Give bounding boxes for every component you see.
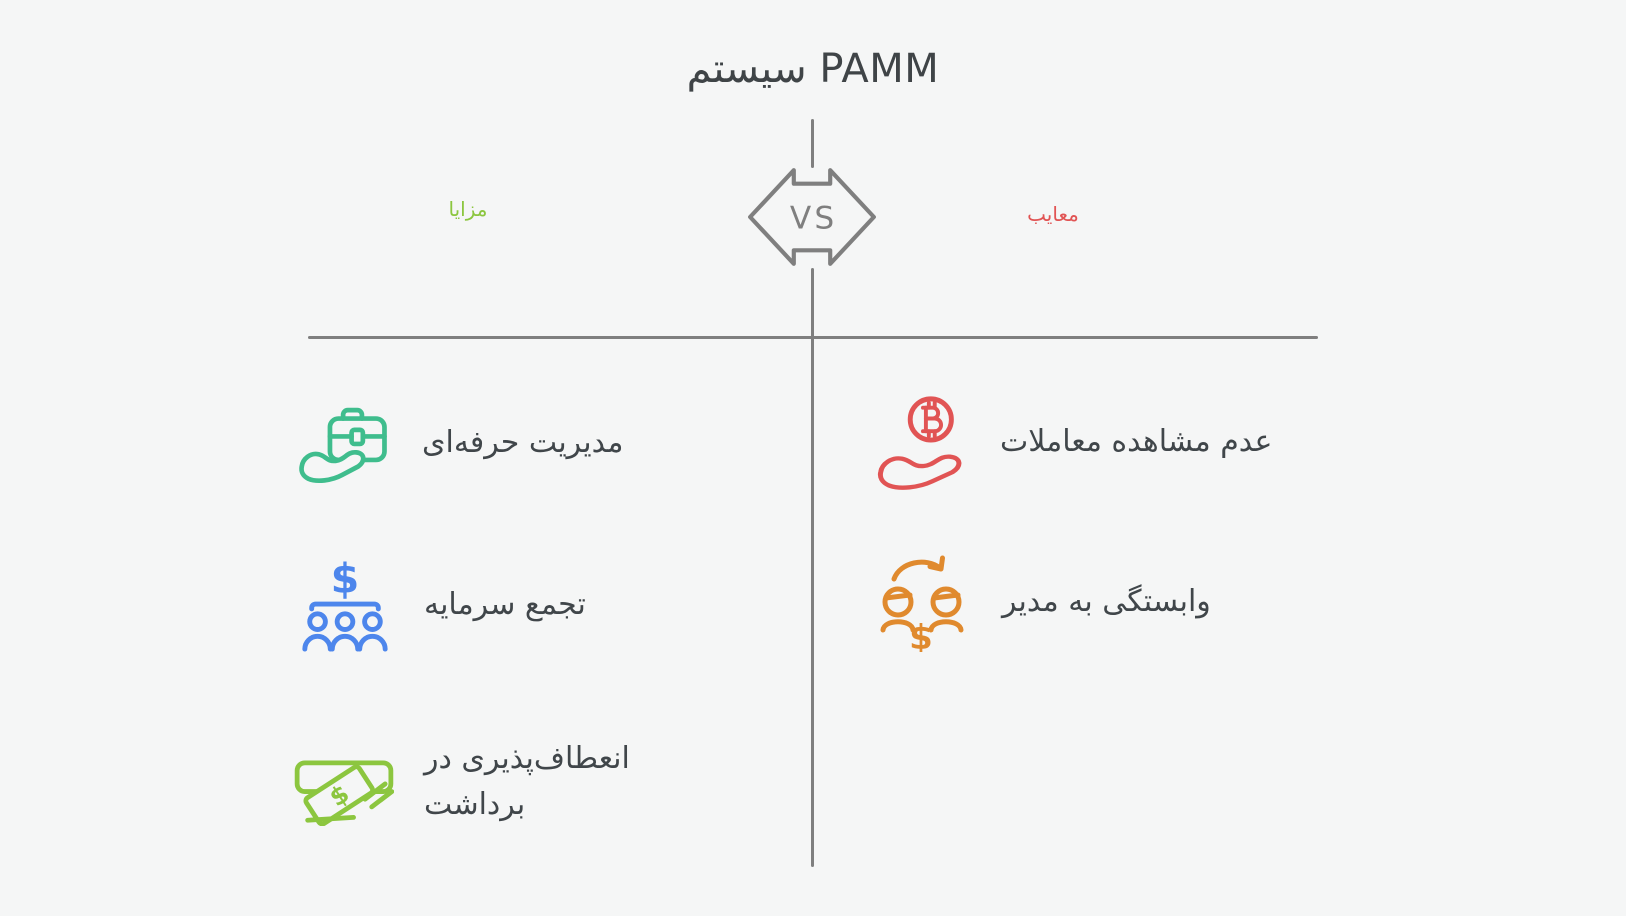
disadvantage-item: $ وابستگی به مدیر xyxy=(872,550,1211,654)
cash-withdrawal-icon: $ xyxy=(294,760,394,826)
svg-text:$: $ xyxy=(909,618,933,652)
advantage-item: $ انعطاف‌پذیری در برداشت xyxy=(294,726,662,838)
advantage-item-label: تجمع سرمایه xyxy=(424,586,586,622)
dollar-group-icon: $ xyxy=(302,556,388,652)
center-divider-vertical xyxy=(811,268,814,867)
svg-text:$: $ xyxy=(331,556,360,602)
disadvantages-label: معایب xyxy=(1027,202,1079,226)
disadvantage-item-label: وابستگی به مدیر xyxy=(1002,583,1211,619)
manager-dependency-icon: $ xyxy=(880,555,964,652)
advantage-item: مدیریت حرفه‌ای xyxy=(298,395,623,491)
vs-label: VS xyxy=(790,200,837,236)
hand-bitcoin-icon xyxy=(877,396,962,490)
advantage-item: $ تجمع سرمایه xyxy=(296,553,586,657)
briefcase-hand-icon xyxy=(299,407,387,484)
vs-arrows-icon: VS xyxy=(748,168,876,266)
disadvantage-item: عدم مشاهده معاملات xyxy=(872,393,1272,491)
page-title: سیستم PAMM xyxy=(686,46,940,92)
disadvantage-item-label: عدم مشاهده معاملات xyxy=(1000,423,1273,459)
advantages-label: مزایا xyxy=(448,197,488,221)
top-connector-line xyxy=(811,119,814,168)
advantage-item-label: انعطاف‌پذیری در برداشت xyxy=(424,740,630,823)
advantage-item-label: مدیریت حرفه‌ای xyxy=(422,424,624,460)
divider-horizontal xyxy=(308,336,1318,339)
